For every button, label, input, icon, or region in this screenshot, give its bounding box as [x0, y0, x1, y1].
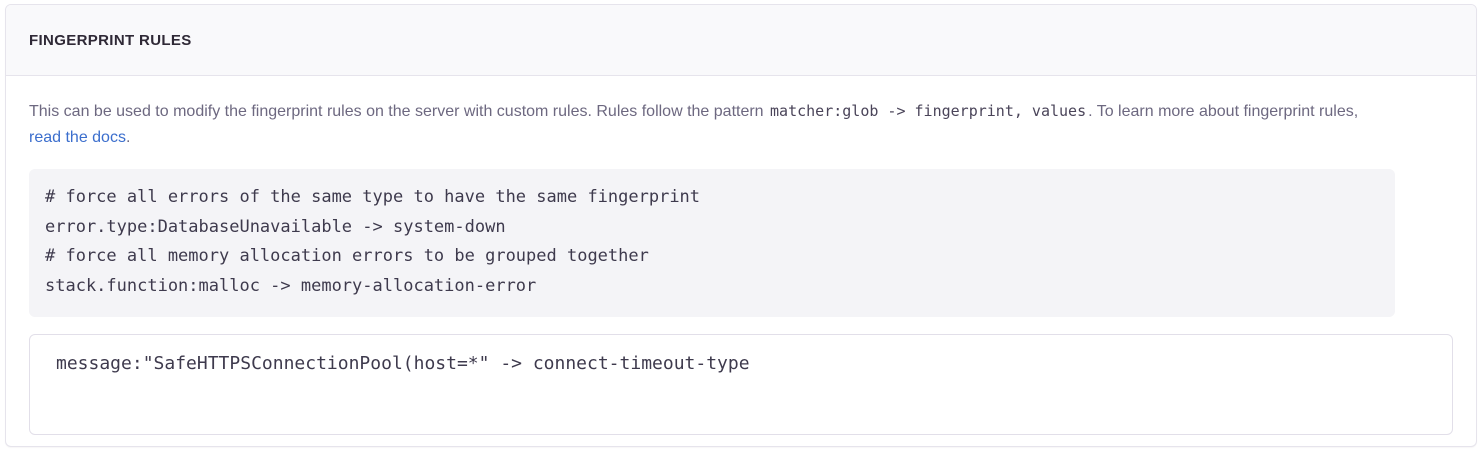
code-line: stack.function:malloc -> memory-allocati… [45, 275, 537, 296]
fingerprint-rules-input[interactable] [29, 334, 1453, 435]
code-line: # force all memory allocation errors to … [45, 246, 649, 266]
panel-header: FINGERPRINT RULES [6, 5, 1476, 76]
page-title: FINGERPRINT RULES [29, 31, 192, 49]
read-the-docs-link[interactable]: read the docs [29, 129, 126, 146]
code-line: error.type:DatabaseUnavailable -> system… [45, 216, 506, 237]
description-text-after: . To learn more about fingerprint rules, [1088, 103, 1359, 120]
description-text-end: . [125, 129, 131, 146]
code-line: # force all errors of the same type to h… [45, 187, 701, 207]
panel-body: This can be used to modify the fingerpri… [6, 76, 1476, 435]
example-rules-code-block: # force all errors of the same type to h… [29, 169, 1395, 317]
inline-code-pattern: matcher:glob -> fingerprint, values [770, 102, 1087, 120]
panel-description: This can be used to modify the fingerpri… [29, 98, 1389, 151]
description-text-before: This can be used to modify the fingerpri… [29, 103, 769, 120]
fingerprint-rules-panel: FINGERPRINT RULES This can be used to mo… [5, 4, 1477, 447]
